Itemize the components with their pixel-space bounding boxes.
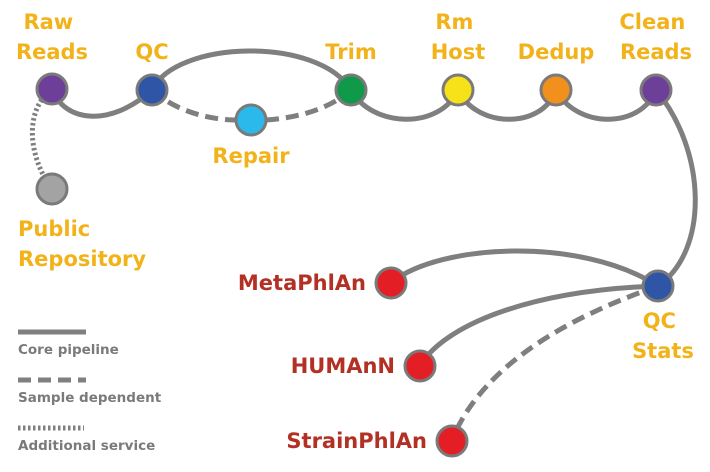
legend-label-core: Core pipeline xyxy=(18,342,119,358)
node-humann[interactable] xyxy=(403,349,437,383)
label-trim: Trim xyxy=(325,40,376,64)
label-clean-reads: Clean Reads xyxy=(619,10,692,64)
node-metaphlan[interactable] xyxy=(374,266,408,300)
node-qc-stats[interactable] xyxy=(641,269,675,303)
node-dedup[interactable] xyxy=(539,73,573,107)
legend-label-additional: Additional service xyxy=(18,438,155,454)
label-strainphlan: StrainPhlAn xyxy=(286,429,427,453)
label-public-repository: Public Repository xyxy=(18,217,146,271)
edge-trim-rmhost xyxy=(348,88,461,122)
edge-qcstats-humann xyxy=(417,283,659,367)
legend-label-sample: Sample dependent xyxy=(18,390,162,406)
edge-qcstats-metaphlan xyxy=(390,248,660,289)
edges xyxy=(30,48,698,441)
node-rm-host[interactable] xyxy=(441,73,475,107)
edge-qc-trim xyxy=(149,48,354,92)
nodes xyxy=(35,72,675,458)
label-qc: QC xyxy=(135,40,168,64)
node-trim[interactable] xyxy=(334,73,368,107)
label-dedup: Dedup xyxy=(518,40,595,64)
labels: Raw Reads QC Repair Trim Rm Host Dedup C… xyxy=(16,10,694,453)
node-public-repository[interactable] xyxy=(35,172,69,206)
label-raw-reads: Raw Reads xyxy=(16,10,88,64)
node-repair[interactable] xyxy=(234,103,268,137)
node-raw-reads[interactable] xyxy=(35,72,69,106)
node-qc[interactable] xyxy=(135,73,169,107)
edge-qcstats-strainphlan xyxy=(449,283,659,441)
node-clean-reads[interactable] xyxy=(639,73,673,107)
legend: Core pipeline Sample dependent Additiona… xyxy=(18,329,162,454)
label-rm-host: Rm Host xyxy=(431,10,486,64)
node-strainphlan[interactable] xyxy=(435,424,469,458)
label-humann: HUMAnN xyxy=(291,354,395,378)
label-qc-stats: QC Stats xyxy=(632,309,694,363)
label-repair: Repair xyxy=(212,144,290,168)
label-metaphlan: MetaPhlAn xyxy=(238,271,366,295)
edge-clean-qcstats xyxy=(654,88,698,289)
